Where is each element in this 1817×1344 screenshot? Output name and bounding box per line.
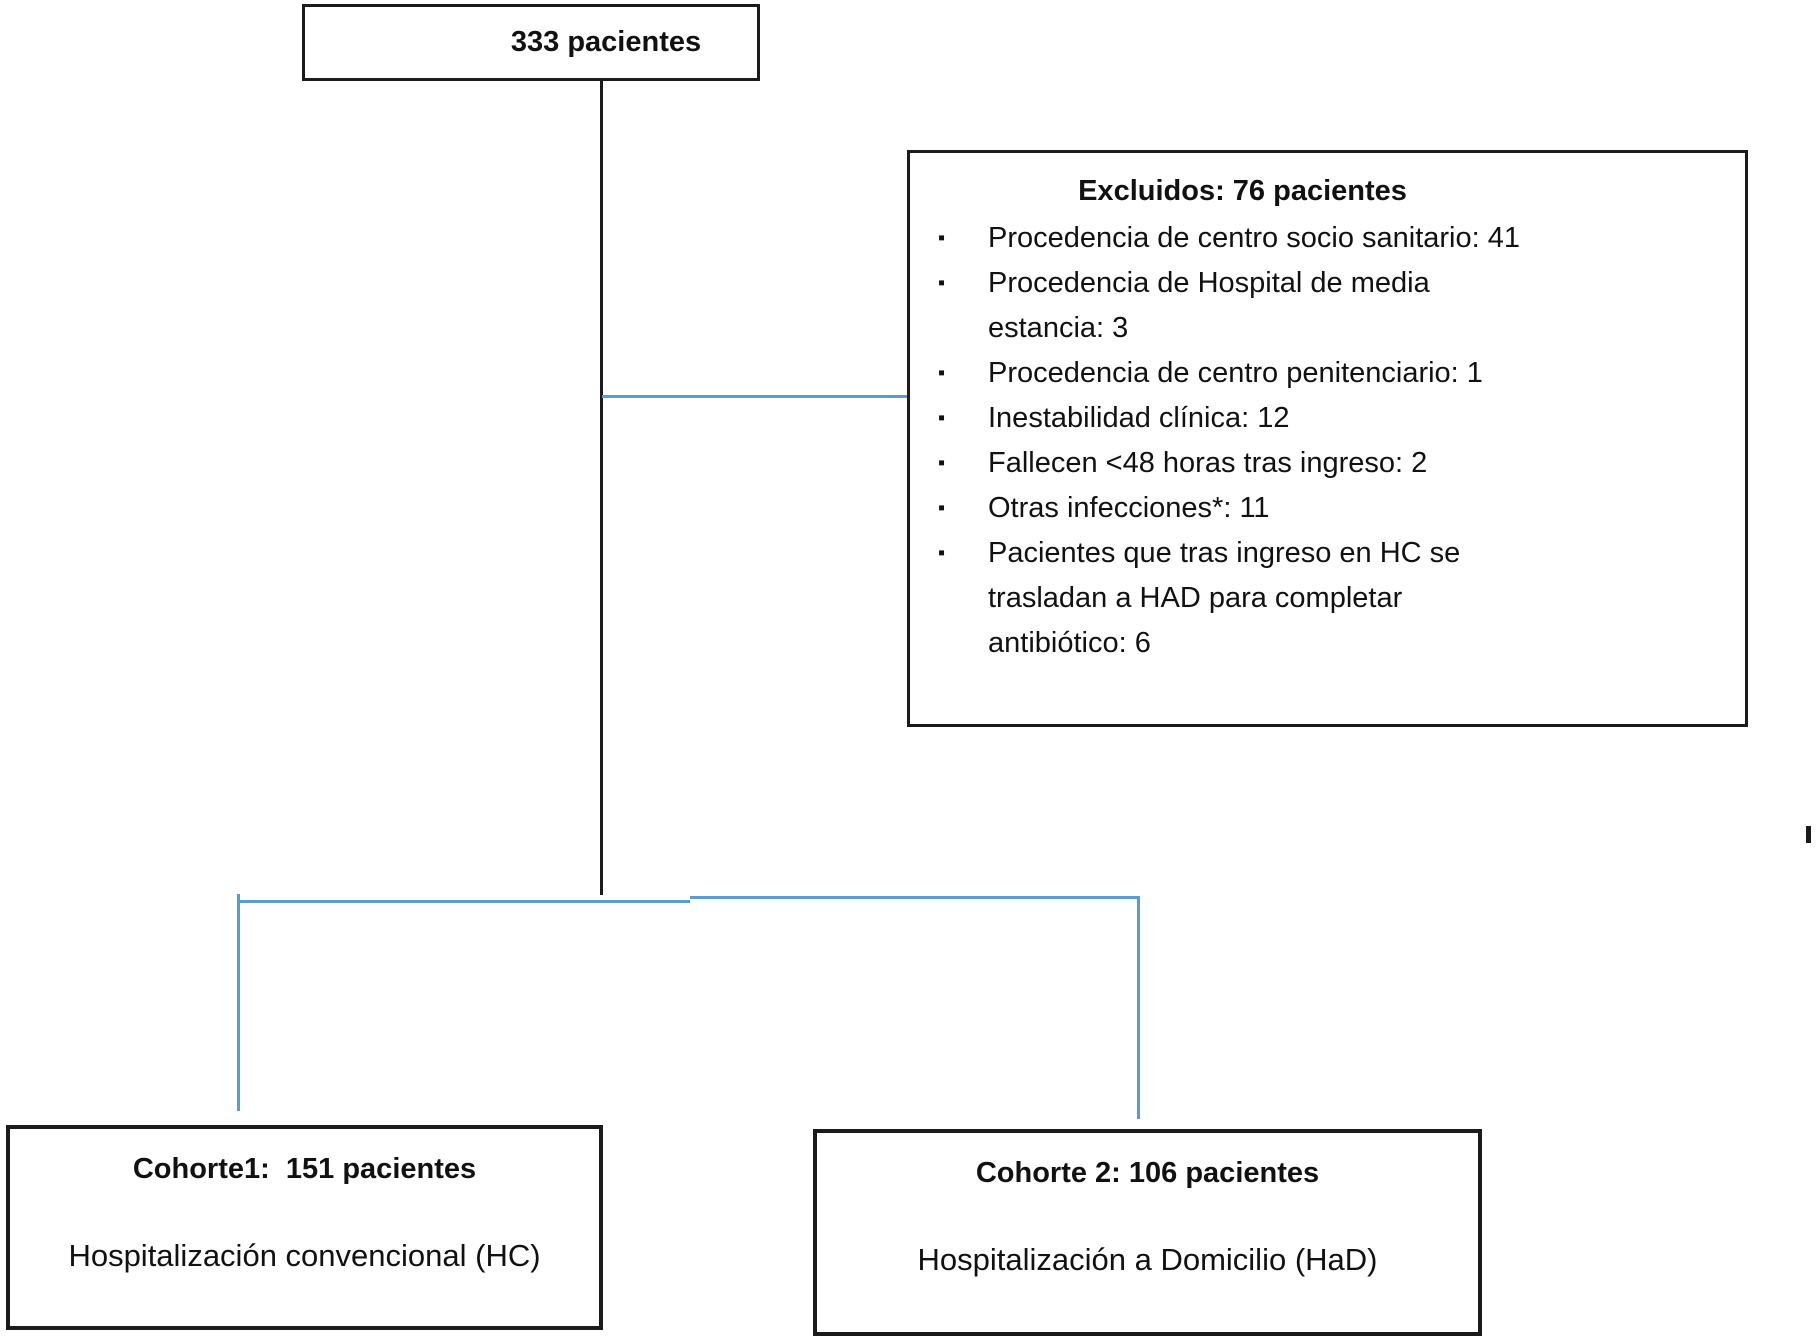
excluded-reasons-list: ▪ Procedencia de centro socio sanitario:…	[910, 216, 1745, 666]
square-bullet-icon: ▪	[938, 497, 946, 519]
excluded-reason-item: ▪ Procedencia de centro penitenciario: 1	[938, 351, 1690, 396]
square-bullet-icon: ▪	[938, 452, 946, 474]
square-bullet-icon: ▪	[938, 407, 946, 429]
main-vertical-connector-line	[600, 81, 603, 895]
cohort1-title: Cohorte1: 151 pacientes	[132, 1153, 477, 1185]
stray-edge-mark	[1806, 826, 1811, 843]
excluded-reason-text: Procedencia de Hospital de media estanci…	[988, 267, 1430, 344]
square-bullet-icon: ▪	[938, 362, 946, 384]
cohort1-subtitle: Hospitalización convencional (HC)	[68, 1238, 541, 1273]
excluded-reason-text: Procedencia de centro socio sanitario: 4…	[988, 222, 1520, 254]
cohort1-drop-line	[237, 894, 240, 1111]
excluded-reason-text: Procedencia de centro penitenciario: 1	[988, 357, 1483, 389]
square-bullet-icon: ▪	[938, 272, 946, 294]
excluded-reason-text: Pacientes que tras ingreso en HC se tras…	[988, 537, 1461, 659]
cohort2-subtitle: Hospitalización a Domicilio (HaD)	[917, 1242, 1378, 1277]
excluded-reason-item: ▪ Pacientes que tras ingreso en HC se tr…	[938, 531, 1690, 666]
excluded-reason-text: Inestabilidad clínica: 12	[988, 402, 1290, 434]
total-patients-label: 333 pacientes	[510, 26, 702, 58]
excluded-title: Excluidos: 76 pacientes	[1078, 175, 1407, 207]
excluded-reason-text: Otras infecciones*: 11	[988, 492, 1270, 524]
cohort2-title: Cohorte 2: 106 pacientes	[975, 1157, 1320, 1189]
square-bullet-icon: ▪	[938, 542, 946, 564]
total-patients-box: 333 pacientes	[302, 4, 760, 81]
cohort-bracket-horizontal-left-line	[237, 900, 690, 903]
cohort-bracket-horizontal-right-line	[690, 896, 1140, 899]
excluded-reason-item: ▪ Procedencia de Hospital de media estan…	[938, 261, 1690, 351]
cohort2-drop-line	[1137, 896, 1140, 1119]
excluded-reason-item: ▪ Fallecen <48 horas tras ingreso: 2	[938, 441, 1690, 486]
excluded-branch-line	[602, 395, 907, 398]
cohort1-box: Cohorte1: 151 pacientes Hospitalización …	[6, 1125, 603, 1330]
excluded-reason-text: Fallecen <48 horas tras ingreso: 2	[988, 447, 1428, 479]
excluded-patients-box: Excluidos: 76 pacientes ▪ Procedencia de…	[907, 150, 1748, 727]
cohort2-box: Cohorte 2: 106 pacientes Hospitalización…	[813, 1129, 1482, 1336]
excluded-reason-item: ▪ Procedencia de centro socio sanitario:…	[938, 216, 1690, 261]
excluded-reason-item: ▪ Inestabilidad clínica: 12	[938, 396, 1690, 441]
square-bullet-icon: ▪	[938, 227, 946, 249]
excluded-reason-item: ▪ Otras infecciones*: 11	[938, 486, 1690, 531]
